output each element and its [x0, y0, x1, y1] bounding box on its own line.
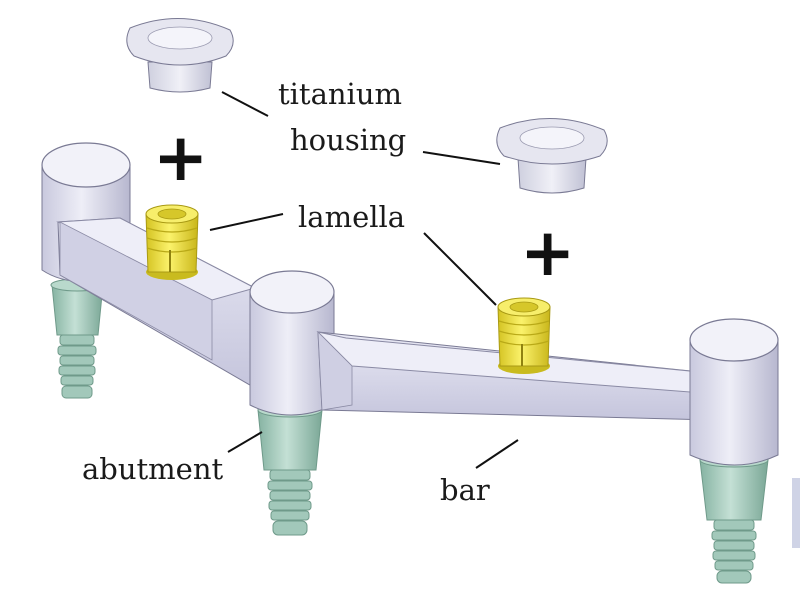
- leader-lines: [209, 91, 519, 469]
- lamella-left: [145, 204, 199, 280]
- plus-sign-right: +: [520, 214, 576, 291]
- lamella-right: [497, 297, 551, 374]
- bar: [41, 142, 779, 466]
- leader-bar: [475, 439, 519, 469]
- titanium-housing-left: [126, 17, 234, 93]
- screw-right: [711, 519, 757, 584]
- abutment-middle: [257, 402, 323, 536]
- leader-lamella-left: [209, 213, 284, 231]
- leader-abutment: [227, 431, 263, 453]
- screw-left: [57, 334, 97, 399]
- abutment-left: [50, 278, 104, 399]
- leader-titanium: [221, 91, 269, 117]
- abutment-right: [699, 452, 769, 584]
- cropped-part-edge: [792, 478, 800, 548]
- plus-sign-left: +: [153, 119, 209, 196]
- label-lamella: lamella: [298, 200, 406, 234]
- leader-housing: [422, 151, 501, 165]
- screw-middle: [267, 469, 313, 536]
- label-abutment: abutment: [82, 452, 224, 486]
- label-titanium: titanium: [278, 77, 403, 111]
- titanium-housing-right: [496, 117, 608, 194]
- leader-lamella-right: [423, 232, 497, 306]
- label-housing: housing: [290, 123, 407, 157]
- label-bar: bar: [440, 473, 490, 507]
